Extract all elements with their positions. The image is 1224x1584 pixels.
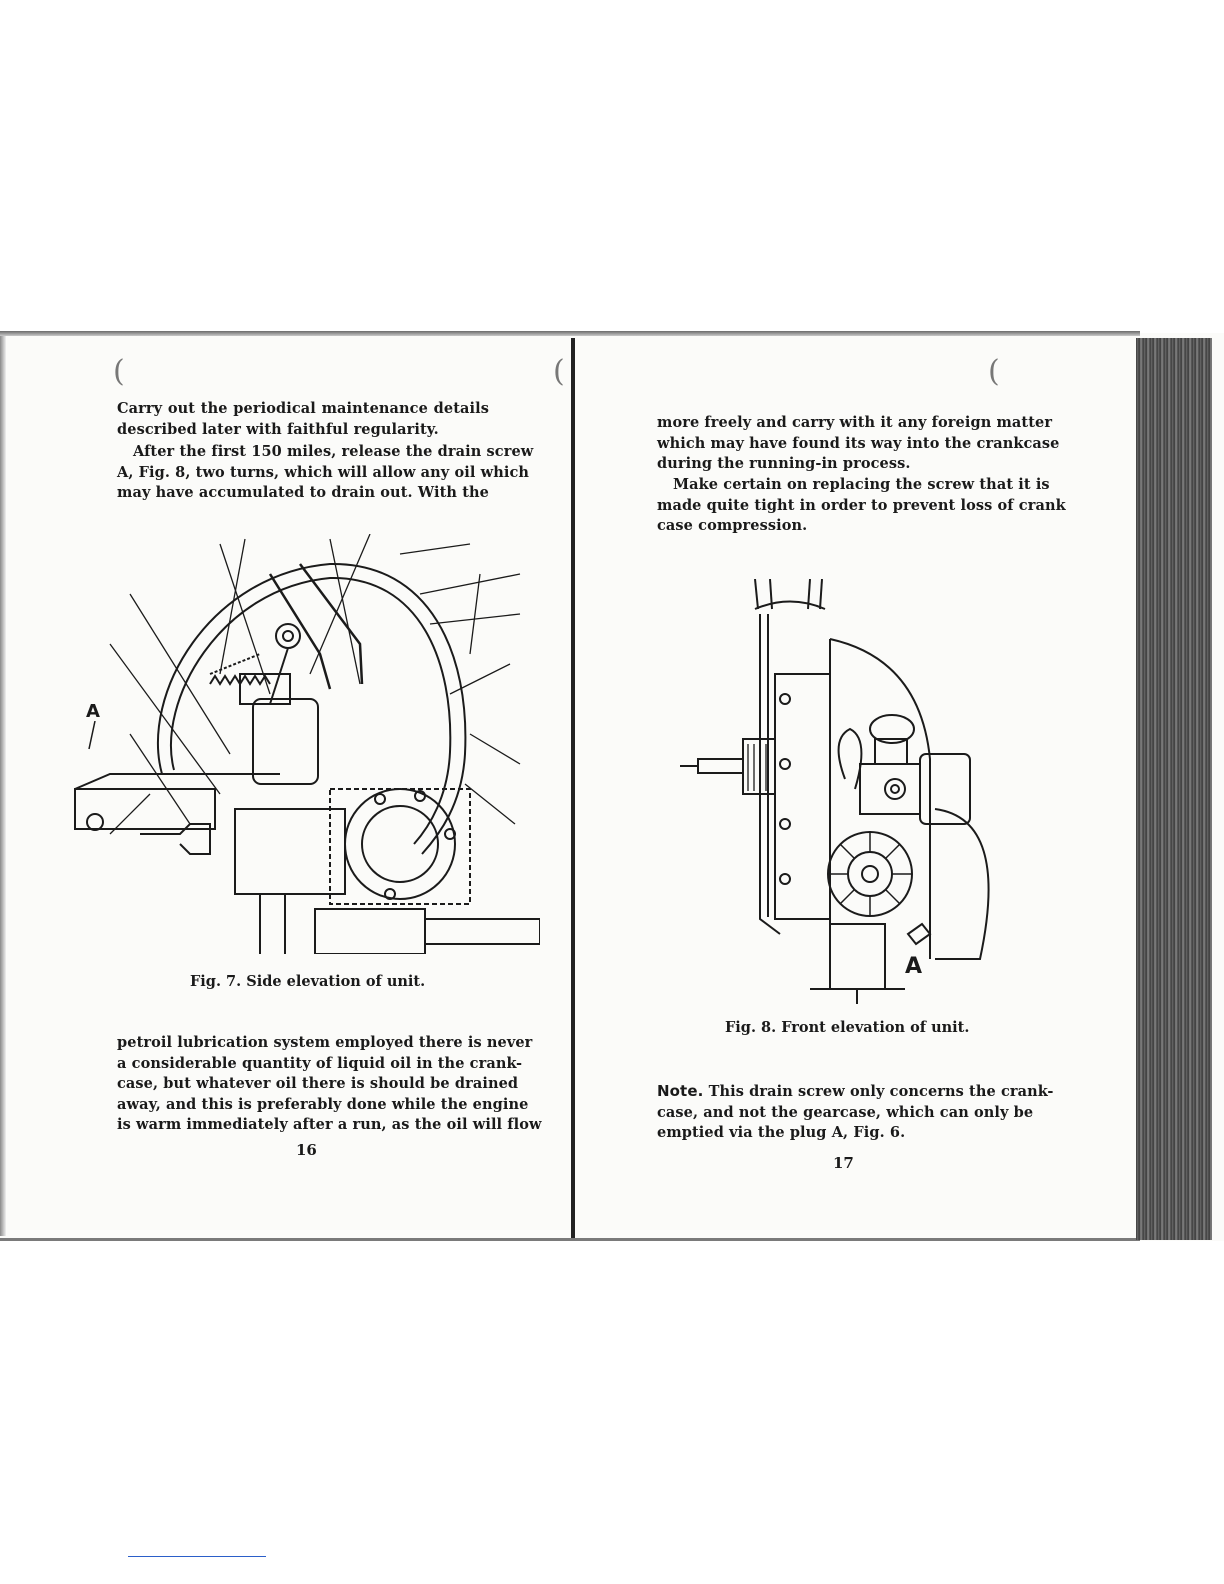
left-paragraph-2: After the first 150 miles, release the d… xyxy=(117,442,534,504)
right-paragraph-2: Make certain on replacing the screw that… xyxy=(657,475,1066,537)
left-page: ( Carry out the periodical maintenance d… xyxy=(0,336,571,1238)
link-underline xyxy=(128,1556,266,1557)
note-label: Note. xyxy=(657,1082,704,1100)
scanned-spread xyxy=(0,333,1224,1241)
left-page-edge xyxy=(0,336,6,1236)
hole-punch-mark-icon: ( xyxy=(113,354,125,389)
text-line: case compression. xyxy=(657,517,808,534)
text-line: After the first 150 miles, release the d… xyxy=(133,443,534,460)
fig8-front-elevation-drawing xyxy=(680,579,990,1004)
fig8-caption: Fig. 8. Front elevation of unit. xyxy=(725,1019,970,1036)
text-line: emptied via the plug A, Fig. 6. xyxy=(657,1124,906,1141)
note-paragraph: Note. This drain screw only concerns the… xyxy=(657,1081,1053,1144)
text-line: more freely and carry with it any foreig… xyxy=(657,414,1053,431)
hole-punch-mark-icon: ( xyxy=(988,354,1000,389)
fig7-label-a: A xyxy=(86,701,100,722)
text-line: A, Fig. 8, two turns, which will allow a… xyxy=(117,463,530,481)
text-line: Make certain on replacing the screw that… xyxy=(673,476,1050,493)
fig7-pointer-line xyxy=(88,721,96,750)
text-line: away, and this is preferably done while … xyxy=(117,1095,529,1113)
page-number-17: 17 xyxy=(833,1154,854,1172)
text-line: case, and not the gearcase, which can on… xyxy=(657,1103,1034,1121)
note-line: Note. This drain screw only concerns the… xyxy=(657,1081,1053,1103)
fig8-label-a: A xyxy=(905,954,923,979)
text-line: Carry out the periodical maintenance det… xyxy=(117,400,489,417)
book-spine xyxy=(571,338,575,1238)
text-line: a considerable quantity of liquid oil in… xyxy=(117,1054,523,1072)
text-line: is warm immediately after a run, as the … xyxy=(117,1116,542,1133)
text-line: may have accumulated to drain out. With … xyxy=(117,484,489,501)
text-line: case, but whatever oil there is should b… xyxy=(117,1075,519,1092)
page-number-16: 16 xyxy=(296,1141,317,1159)
text-line: which may have found its way into the cr… xyxy=(657,434,1060,452)
bottom-page-edge xyxy=(0,1238,1140,1241)
fig7-caption: Fig. 7. Side elevation of unit. xyxy=(190,973,426,990)
right-paragraph-1: more freely and carry with it any foreig… xyxy=(657,413,1060,475)
scanner-dark-edge xyxy=(1136,338,1212,1240)
left-paragraph-3: petroil lubrication system employed ther… xyxy=(117,1033,542,1136)
text-line: described later with faithful regularity… xyxy=(117,420,439,438)
text-line: made quite tight in order to prevent los… xyxy=(657,496,1066,514)
text-line: petroil lubrication system employed ther… xyxy=(117,1034,533,1051)
text-line: during the running-in process. xyxy=(657,455,911,472)
hole-punch-mark-icon: ( xyxy=(553,354,565,389)
fig7-side-elevation-drawing xyxy=(74,534,540,954)
right-page: ( ( more freely and carry with it any fo… xyxy=(553,336,1136,1238)
top-page-edge xyxy=(0,331,1140,336)
note-text: This drain screw only concerns the crank… xyxy=(708,1083,1054,1100)
left-paragraph-1: Carry out the periodical maintenance det… xyxy=(117,399,489,440)
